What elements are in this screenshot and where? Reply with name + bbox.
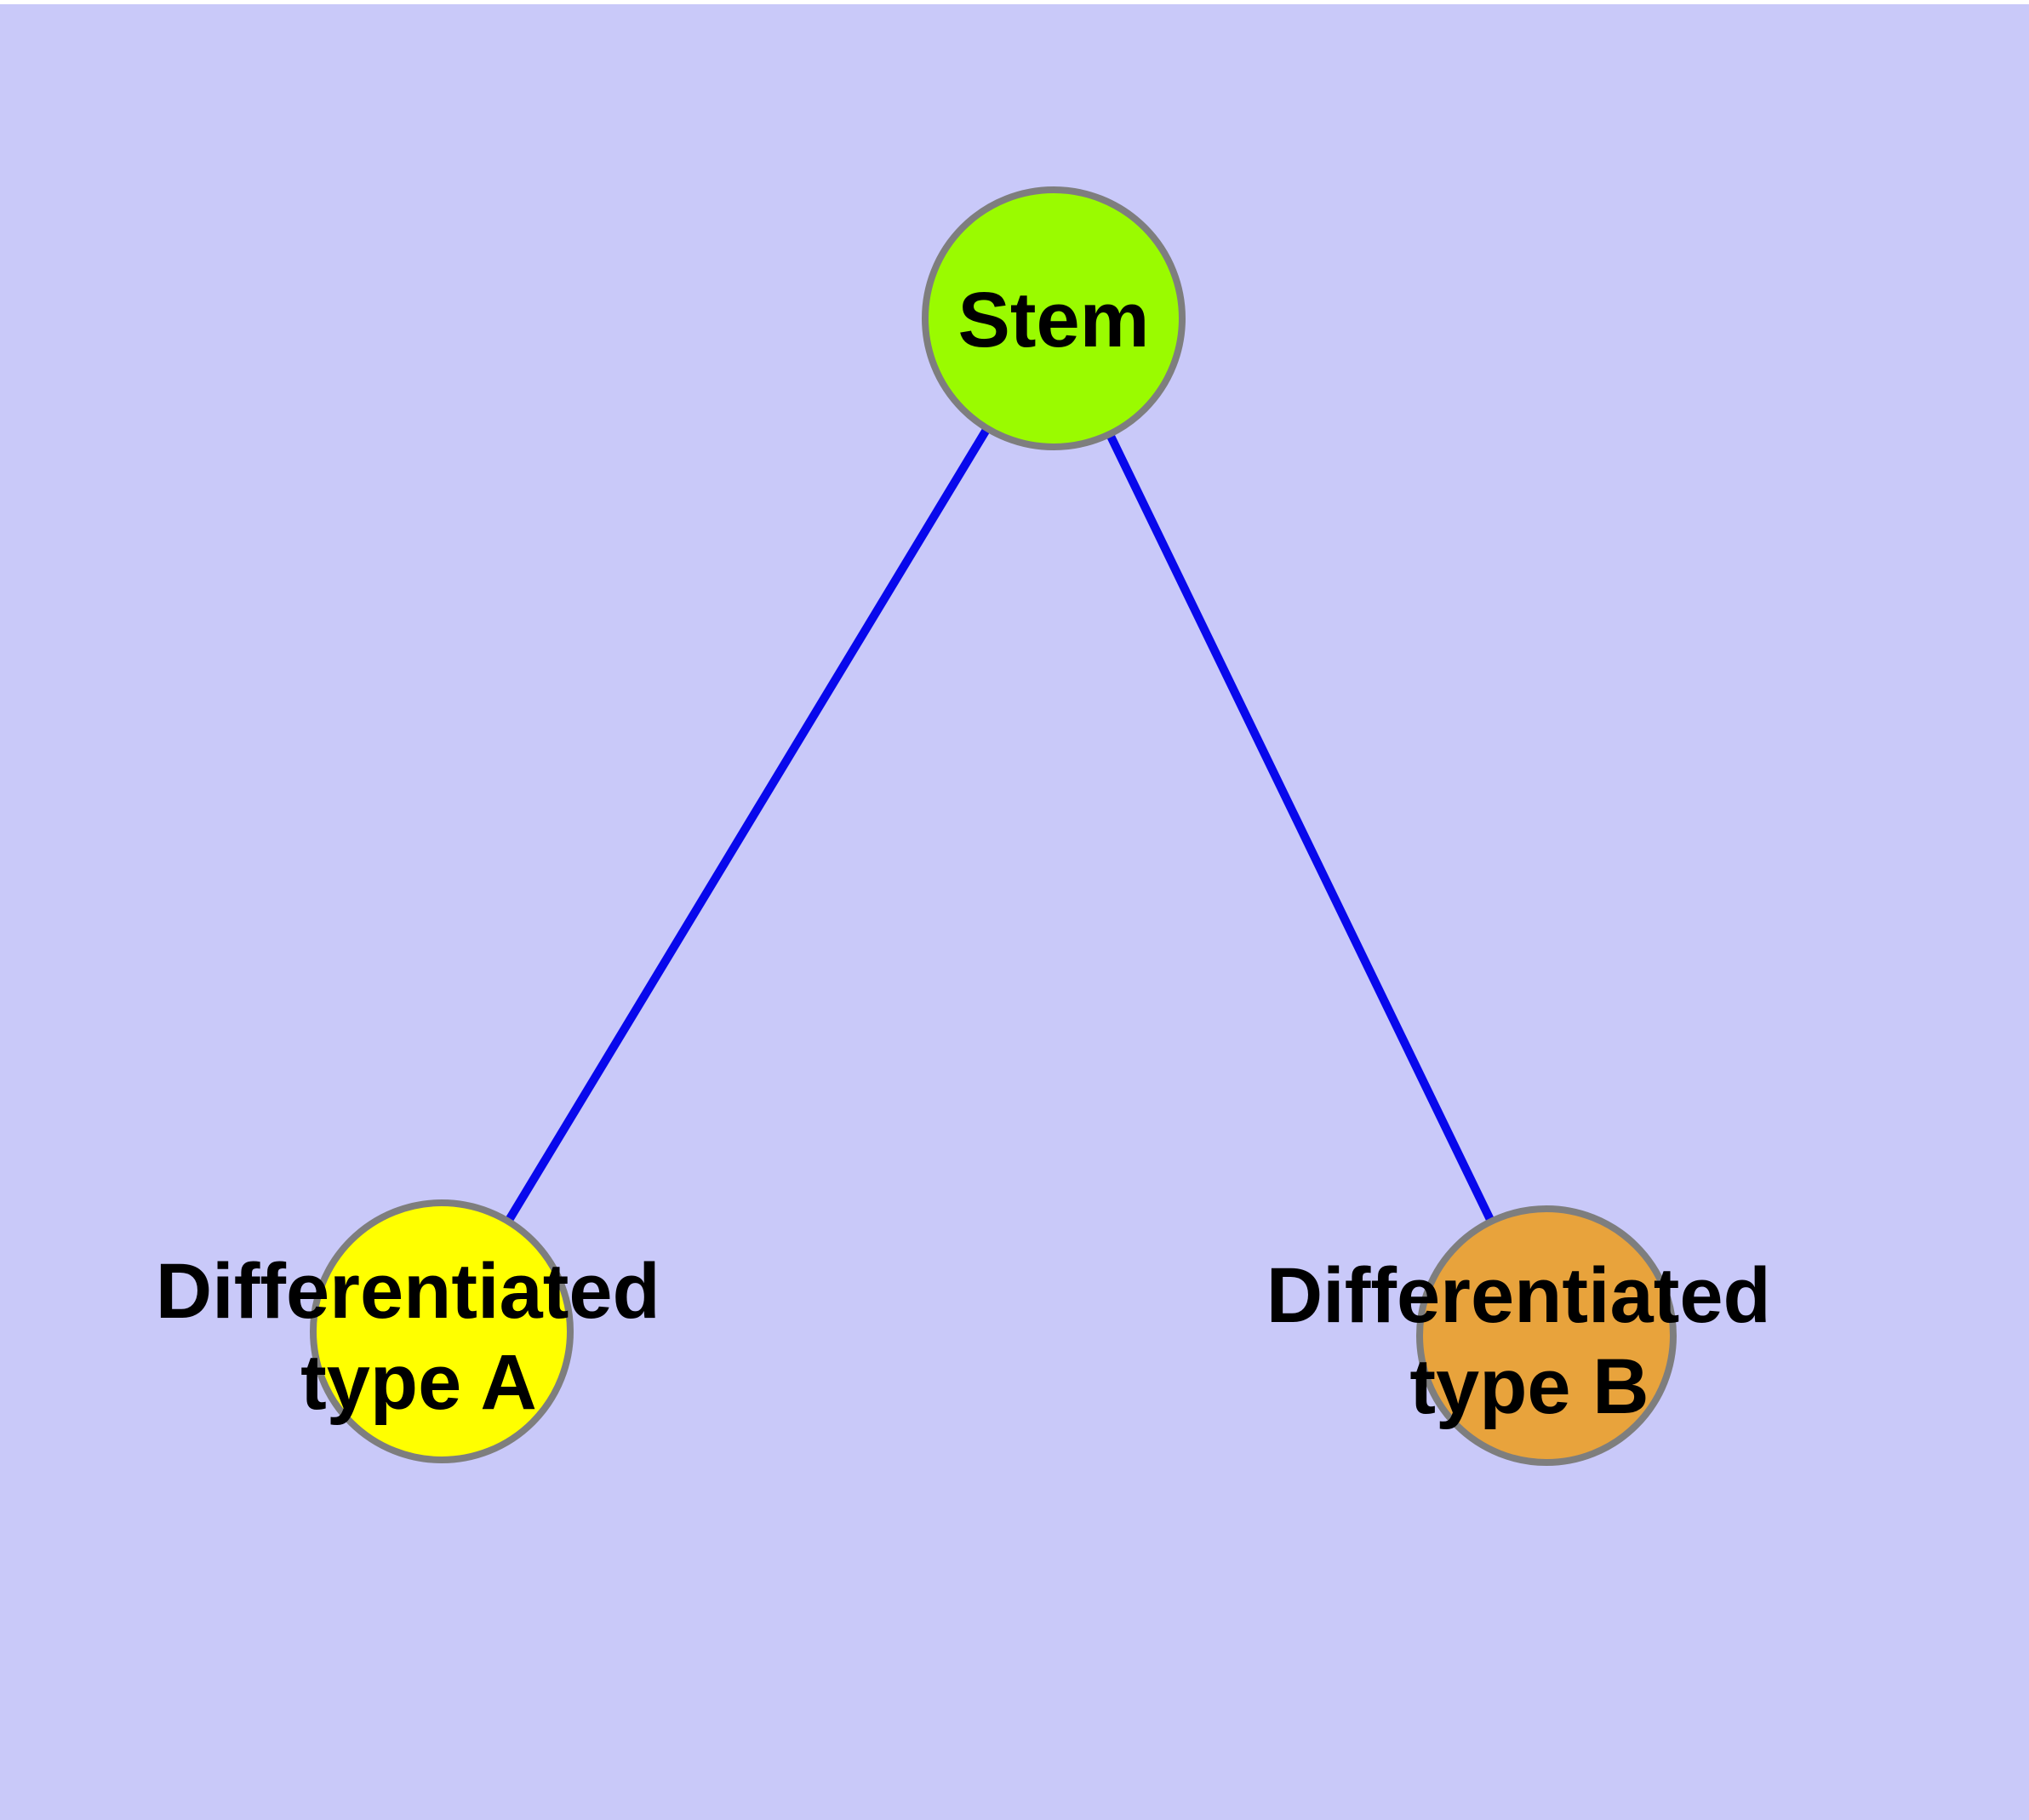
type-a-label-line2: type A <box>300 1339 537 1426</box>
differentiated-type-a-node <box>310 1199 574 1463</box>
stem-node-label: Stem <box>958 277 1150 363</box>
canvas-top-edge <box>0 0 2029 4</box>
edge-stem-to-type-a <box>437 316 1058 1334</box>
stem-node-label-text: Stem <box>958 277 1150 363</box>
edge-stem-to-type-b <box>1049 316 1551 1338</box>
differentiated-type-b-label: Differentiated type B <box>1266 1252 1793 1430</box>
stem-node <box>922 186 1186 450</box>
differentiated-type-b-node <box>1416 1205 1677 1466</box>
type-b-label-line1: Differentiated <box>1266 1252 1771 1339</box>
type-a-label-line1: Differentiated <box>156 1248 660 1335</box>
differentiated-type-a-label: Differentiated type A <box>156 1248 683 1426</box>
type-b-label-line2: type B <box>1409 1343 1649 1430</box>
